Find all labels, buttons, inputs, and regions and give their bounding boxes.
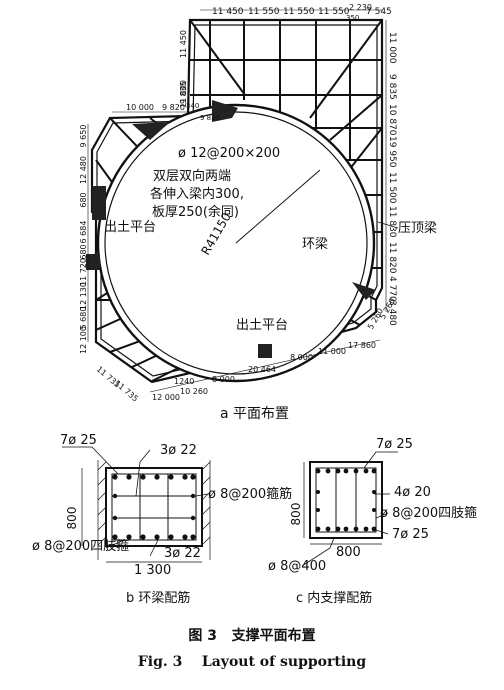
c-height: 800 — [289, 503, 303, 526]
dim-top-6: 7 545 — [366, 7, 392, 17]
b-bottom-bar: 3ø 22 — [164, 546, 201, 561]
dim-right-1: 11 000 — [387, 32, 397, 64]
dim-right-2: 9 835 — [387, 74, 397, 100]
dim-leftup-3: 340 — [186, 102, 199, 110]
dim-top-1: 11 450 — [212, 7, 244, 17]
figure-caption-en: Fig. 3 Layout of supporting — [138, 654, 366, 670]
section-ring-beam: 7ø 25 3ø 22 ø 8@200箍筋 800 ø 8@200四肢箍 3ø … — [32, 433, 292, 606]
dim-top-3: 11 550 — [283, 7, 315, 17]
section-inner-strut: 7ø 25 4ø 20 ø 8@200四肢箍 800 7ø 25 800 ø 8… — [268, 437, 477, 606]
cap-beam-label: 压顶梁 — [398, 221, 437, 236]
dim-bottom-5: 10 260 — [180, 387, 208, 396]
dim-leftcol-2: 11 000 — [179, 80, 188, 108]
dim-right-4: 19 950 — [387, 136, 397, 168]
dim-left-5: 680 — [79, 244, 88, 259]
dim-right-8: 4 770 — [387, 276, 397, 302]
platform-left-label: 出土平台 — [104, 220, 156, 235]
figure-caption-cn: 图 3 支撑平面布置 — [188, 627, 315, 644]
dim-left-3: 680 — [79, 192, 88, 207]
dim-left-small: 9 835 — [200, 114, 220, 122]
dim-right-3: 10 870 — [387, 104, 397, 136]
b-stirrup: ø 8@200箍筋 — [208, 486, 292, 502]
b-caption: b 环梁配筋 — [126, 590, 190, 606]
dim-bottom-3: 1240 — [174, 377, 194, 386]
radius-line — [235, 169, 321, 244]
dim-top-4: 11 550 — [318, 7, 350, 17]
ring-beam-section — [105, 467, 203, 547]
c-side-bar: 4ø 20 — [394, 485, 431, 500]
c-caption: c 内支撑配筋 — [296, 590, 372, 606]
dim-bottom-7: 20 464 — [248, 365, 276, 374]
dim-top-2: 11 550 — [248, 7, 280, 17]
note-line-3: 板厚250(余同) — [152, 204, 239, 220]
dim-bottom-9: 11 000 — [318, 347, 346, 356]
note-line-2: 各伸入梁内300, — [150, 186, 244, 202]
plan-view: ø 12@200×200 双层双向两端 各伸入梁内300, 板厚250(余同) … — [79, 3, 437, 422]
c-top-bar: 7ø 25 — [376, 437, 413, 452]
dim-top-5: 2 230 — [349, 3, 372, 12]
dim-left-4: 6 684 — [79, 221, 88, 244]
b-mid-bar: 3ø 22 — [160, 443, 197, 458]
dim-left-7: 12 130 — [79, 282, 88, 310]
dim-left-1: 9 650 — [79, 125, 88, 148]
dim-right-5: 11 500 — [387, 172, 397, 204]
corner-slab-right — [352, 282, 376, 300]
c-width: 800 — [336, 545, 361, 560]
dim-right-9: 3 480 — [387, 300, 397, 326]
dim-top-small: 350 — [346, 14, 359, 22]
b-width: 1 300 — [134, 563, 171, 578]
dim-bottom-10: 17 860 — [348, 341, 376, 350]
dim-left-2: 12 480 — [79, 156, 88, 184]
note-bar: ø 12@200×200 — [178, 146, 280, 161]
b-bottom-stirrup: ø 8@200四肢箍 — [32, 538, 129, 554]
b-top-bar: 7ø 25 — [60, 433, 97, 448]
ring-beam-label: 环梁 — [302, 237, 328, 252]
dim-right-7: 11 820 — [387, 242, 397, 274]
ring-beam — [96, 103, 376, 383]
platform-left-block — [92, 186, 106, 220]
dim-bottom-6: 8 000 — [212, 375, 235, 384]
platform-bottom-block — [258, 344, 272, 358]
b-height: 800 — [65, 507, 79, 530]
dim-leftup-2: 9 820 — [162, 103, 185, 112]
dim-left-6: 11 720 — [79, 258, 88, 286]
corner-slab-top-left — [212, 100, 238, 122]
note-line-1: 双层双向两端 — [153, 168, 231, 184]
dim-left-9: 12 100 — [79, 326, 88, 354]
platform-bottom-label: 出土平台 — [236, 318, 288, 333]
corner-slab-left — [132, 122, 170, 140]
dim-leftcol-1: 11 450 — [179, 30, 188, 58]
c-stirrup: ø 8@200四肢箍 — [380, 505, 477, 521]
c-bottom-bar: 7ø 25 — [392, 527, 429, 542]
dim-bottom-4: 12 000 — [152, 393, 180, 402]
strut-section — [309, 461, 383, 539]
dim-bottom-2: 11 735 — [113, 379, 140, 404]
dim-right-6: 11 830 — [387, 206, 397, 238]
plan-caption: a 平面布置 — [220, 406, 289, 422]
dim-left-8: 5 680 — [79, 307, 88, 330]
dim-leftup-1: 10 000 — [126, 103, 154, 112]
c-tie: ø 8@400 — [268, 559, 326, 574]
dim-leftcol-3: 9 835 — [179, 81, 188, 104]
